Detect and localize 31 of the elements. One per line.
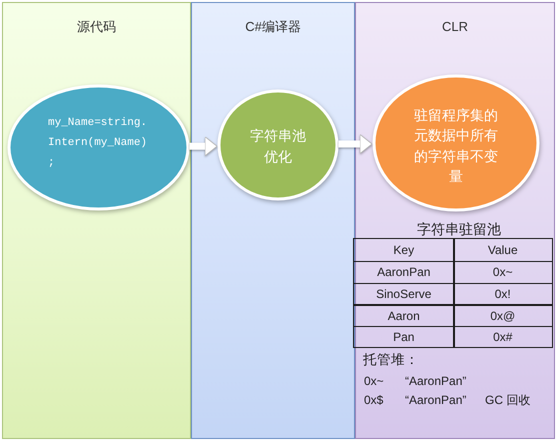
lane-title: C#编译器 — [245, 19, 301, 35]
block-arrow — [189, 136, 218, 156]
process-circle — [217, 89, 339, 201]
table-cell: Aaron — [353, 304, 454, 327]
table-cell: Pan — [353, 326, 454, 348]
swimlane — [191, 2, 355, 439]
lane-title: CLR — [442, 19, 468, 35]
swimlane — [355, 2, 555, 439]
address-text: 0x$ — [364, 392, 384, 408]
gc-note: GC 回收 — [485, 392, 530, 408]
node-text: 驻留程序集的元数据中所有的字符串不变量 — [413, 106, 499, 186]
string-value: “AaronPan” — [405, 373, 466, 389]
swimlane — [2, 2, 191, 439]
heap-heading: 托管堆： — [363, 351, 419, 369]
process-ellipse — [7, 84, 190, 211]
lane-title: 源代码 — [77, 19, 116, 35]
address-text: 0x~ — [364, 373, 384, 389]
string-value: “AaronPan” — [405, 392, 466, 408]
table-cell: 0x~ — [453, 260, 552, 284]
table-cell: 0x# — [453, 326, 552, 348]
node-text: 字符串池优化 — [249, 126, 307, 166]
table-cell: 0x! — [453, 282, 552, 306]
process-ellipse — [372, 74, 540, 212]
code-text: my_Name=string.Intern(my_Name); — [48, 116, 148, 171]
table-title: 字符串驻留池 — [417, 220, 501, 238]
table-cell: AaronPan — [353, 260, 454, 284]
block-arrow — [338, 134, 372, 154]
header-cell: Value — [453, 238, 552, 262]
header-cell: Key — [353, 238, 454, 262]
table-cell: 0x@ — [453, 304, 552, 327]
table-cell: SinoServe — [353, 282, 454, 306]
